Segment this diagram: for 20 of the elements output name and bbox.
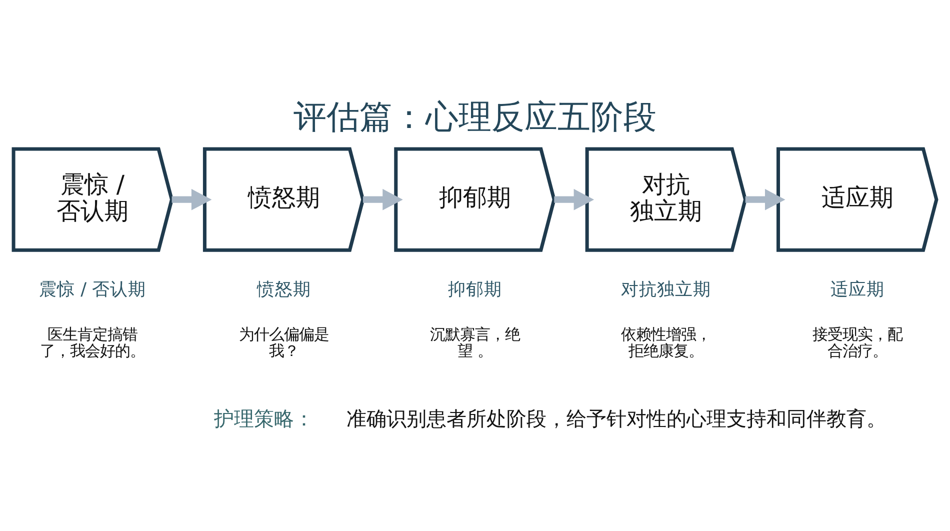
label: 护理策略： [214,407,314,430]
node-label: 抑郁期 [448,280,502,300]
label: 医生肯定搞错了，我会好的。 [40,325,146,360]
arrow [745,188,786,210]
label: 准确识别患者所处阶段，给予针对性的心理支持和同伴教育。 [346,407,887,430]
label: 适应期 [821,184,894,212]
label: 接受现实，配合治疗。 [812,325,902,360]
label: 震惊 / 否认期 [39,280,146,300]
label: 对抗独立期 [621,280,712,300]
arrow [554,188,594,210]
node-label: 愤怒期 [256,280,311,300]
label: 愤怒期 [248,184,320,212]
diagram-title: 评估篇：心理反应五阶段 [294,97,656,136]
label: 为什么偏偏是我？ [238,325,329,360]
label: 沉默寡言，绝望 。 [430,325,520,360]
label: 抑郁期 [439,184,511,212]
arrow [362,188,403,210]
node-label: 适应期 [830,280,884,300]
arrow [172,188,212,210]
label: 依赖性增强，拒绝康复。 [621,325,712,360]
